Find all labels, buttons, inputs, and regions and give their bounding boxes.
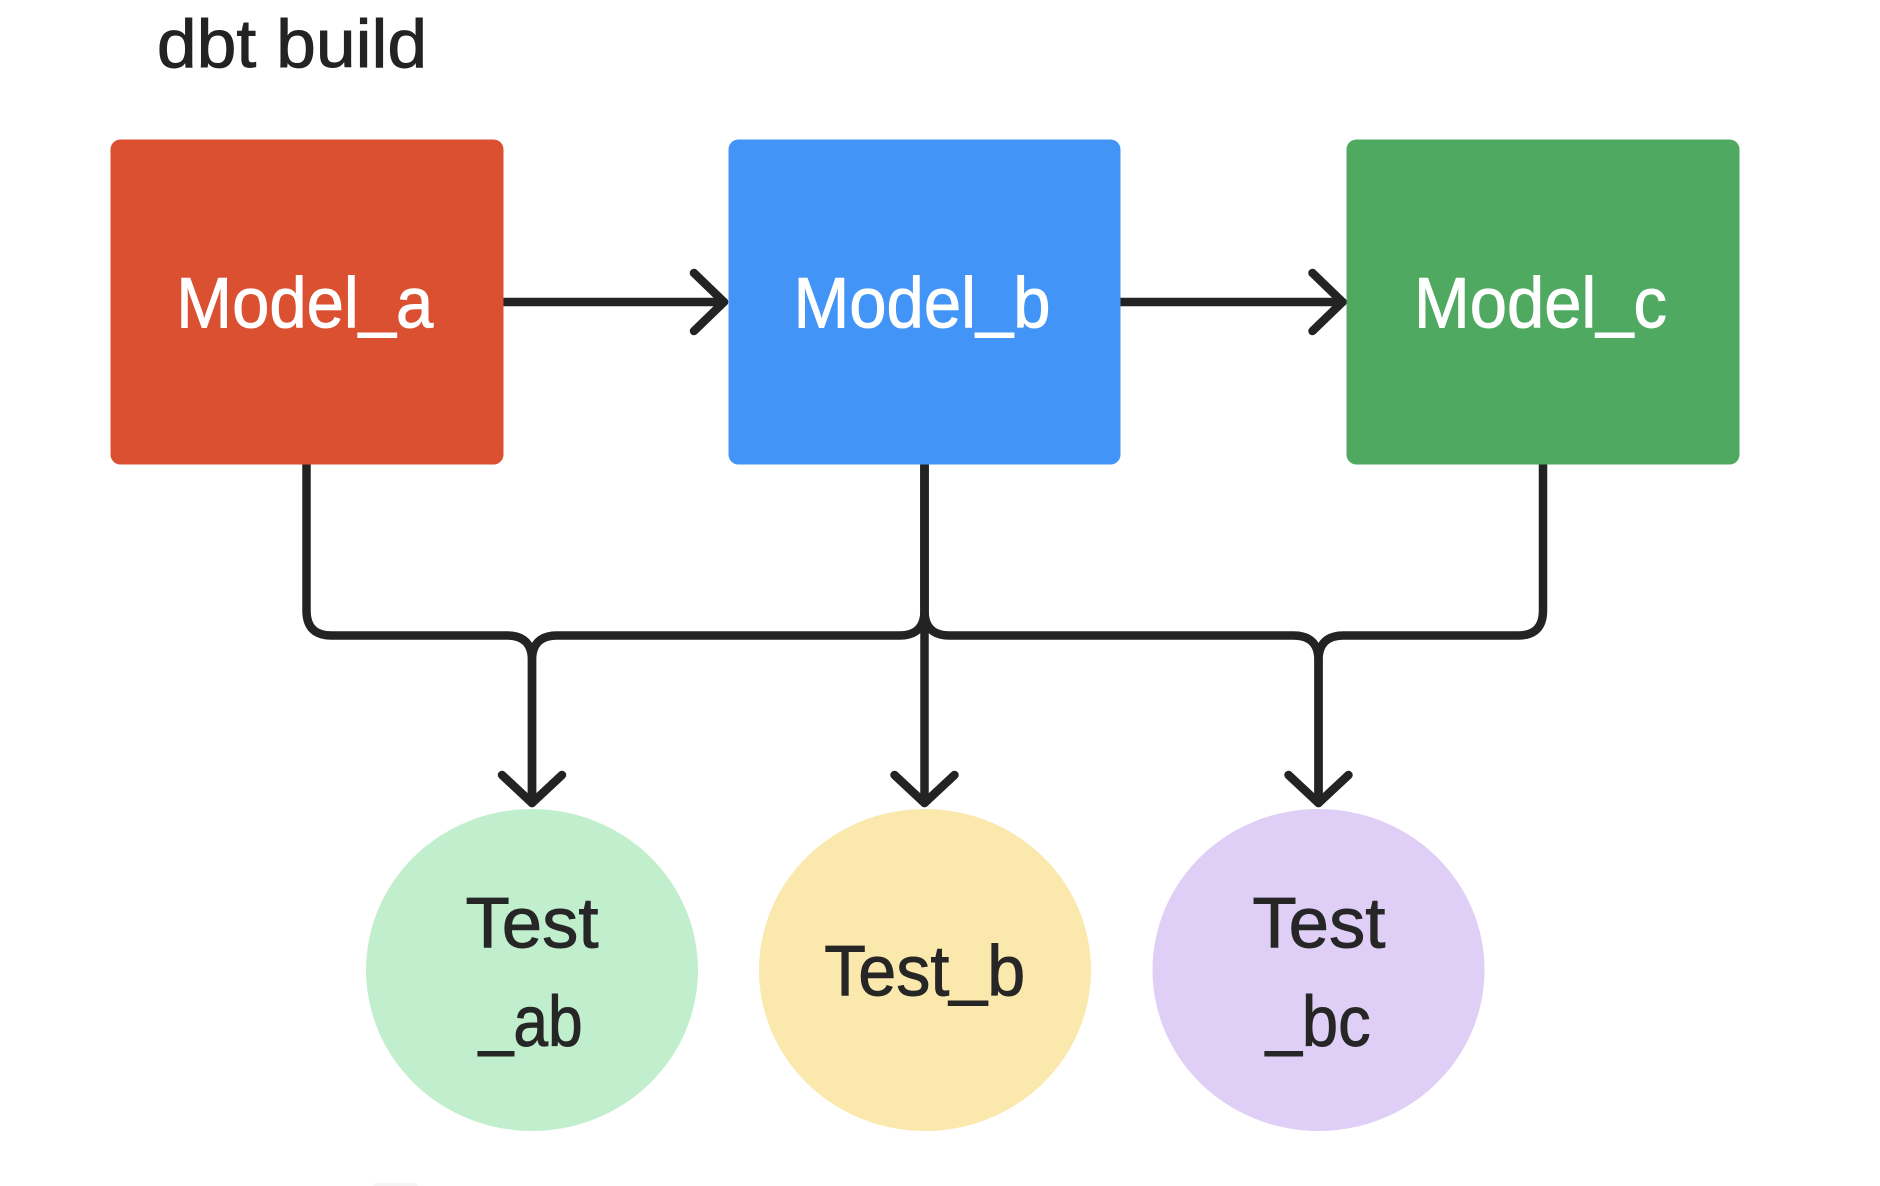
svg-text:Model_a: Model_a xyxy=(176,261,433,344)
svg-text:dbt build: dbt build xyxy=(157,6,427,82)
svg-text:Model_c: Model_c xyxy=(1414,261,1667,344)
svg-text:_bc: _bc xyxy=(1264,979,1371,1062)
svg-text:Test: Test xyxy=(1252,885,1385,964)
svg-text:Test: Test xyxy=(466,885,599,964)
svg-text:Model_b: Model_b xyxy=(794,261,1051,344)
svg-text:Test_b: Test_b xyxy=(824,929,1025,1012)
svg-text:_ab: _ab xyxy=(477,979,583,1062)
